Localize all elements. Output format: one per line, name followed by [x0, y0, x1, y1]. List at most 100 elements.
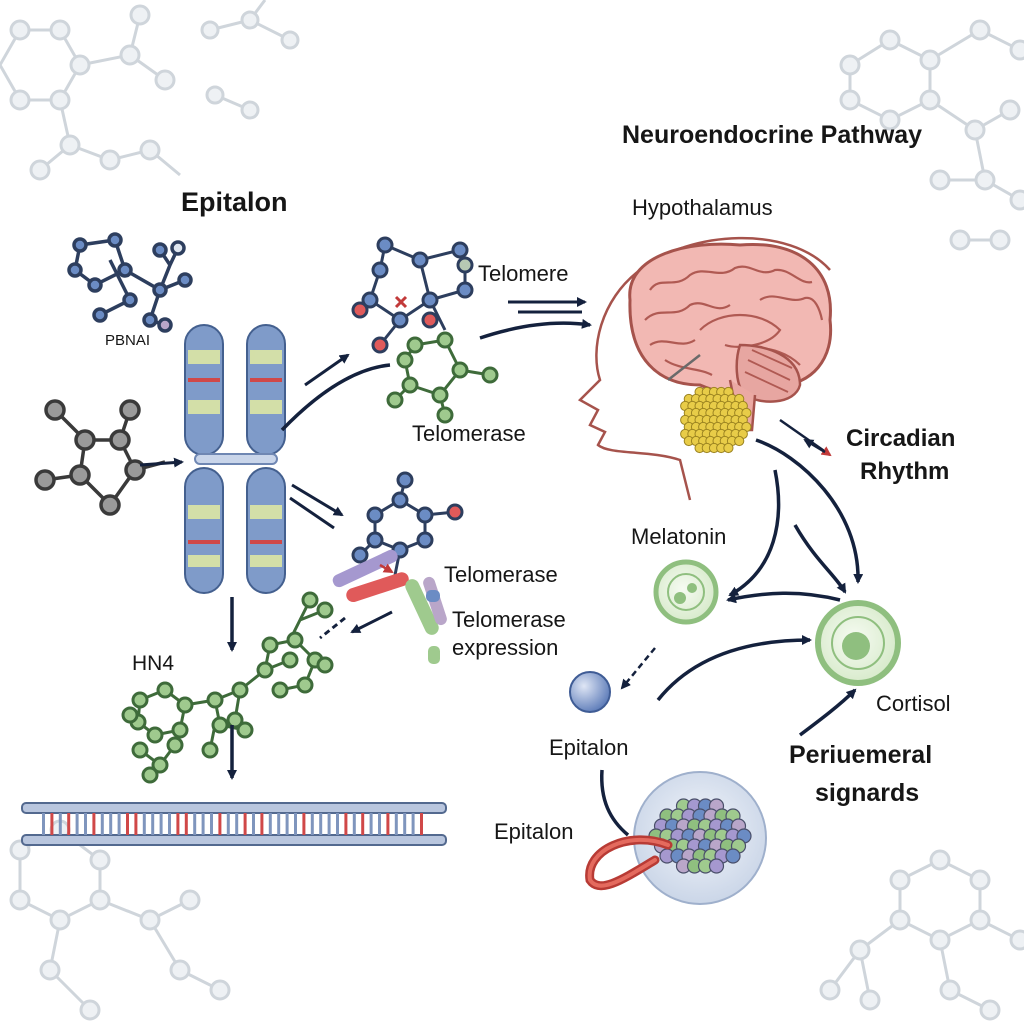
dna-rung	[252, 813, 255, 835]
dna-rung	[369, 813, 373, 835]
dna-rung	[184, 813, 188, 835]
background-molecules-bottom-right	[819, 849, 1024, 1021]
peripheral-signals-label-line2: signards	[815, 779, 920, 807]
cortisol-cell	[815, 600, 901, 686]
dna-rung	[226, 813, 230, 835]
dna-rung	[126, 813, 129, 835]
cortisol-label: Cortisol	[876, 691, 951, 716]
telomere-label: Telomere	[478, 261, 569, 286]
protein-subunit	[708, 858, 725, 874]
pineal-gland	[680, 386, 752, 454]
epitalon-molecule	[67, 232, 193, 333]
dna-rung	[243, 813, 247, 835]
arrow-cortisol-to-melatonin	[726, 591, 841, 604]
background-molecules-bottom-left	[9, 819, 231, 1021]
dna-rung	[75, 813, 79, 835]
chromosome	[184, 324, 286, 594]
dna-rung	[336, 813, 339, 835]
dna-rung	[151, 813, 155, 835]
brain	[628, 242, 833, 432]
background-molecules-top-left	[0, 0, 300, 181]
dna-rung	[50, 813, 54, 835]
dna-rung	[260, 813, 264, 835]
hypothalamus-label: Hypothalamus	[632, 195, 773, 220]
dna-rung	[201, 813, 205, 835]
telomerase-expression-label-line1: Telomerase	[452, 607, 566, 632]
telomerase-label-mid: Telomerase	[444, 562, 558, 587]
gray-molecule	[34, 399, 166, 516]
dna-rung	[218, 813, 222, 835]
dna-rung	[42, 813, 45, 835]
dna-rung	[294, 813, 297, 835]
pineal-granule	[723, 442, 734, 454]
dna-rung	[100, 813, 104, 835]
dna-rung	[92, 813, 96, 835]
dna-rung	[420, 813, 423, 835]
epitalon-label-bottom: Epitalon	[494, 819, 574, 844]
epitalon-title: Epitalon	[181, 187, 288, 217]
arrow-expression-to-hn4	[350, 610, 393, 634]
telomerase-label-top: Telomerase	[412, 421, 526, 446]
dna-rung	[277, 813, 281, 835]
protein-complex	[585, 771, 767, 905]
dna-rung	[109, 813, 113, 835]
arrow-brain-to-melatonin	[728, 469, 781, 597]
protein-subunit	[725, 848, 741, 864]
arrow-small-up	[304, 353, 350, 387]
arrow-telomerase-to-brain	[479, 318, 592, 340]
dna-rung	[84, 813, 87, 835]
dna-rung	[193, 813, 197, 835]
dna-rung	[58, 813, 62, 835]
telomere-molecule	[351, 236, 474, 354]
dna-rung	[327, 813, 331, 835]
arrow-circadian-back	[803, 438, 826, 454]
epitalon-label-right: Epitalon	[549, 735, 629, 760]
circadian-label-line2: Rhythm	[860, 458, 950, 485]
arrow-brain-to-cortisol-2	[793, 524, 847, 594]
dna-rung	[319, 813, 323, 835]
telomerase-expression-label-line2: expression	[452, 635, 559, 660]
hn4-label: HN4	[132, 652, 175, 675]
peripheral-signals-label-line1: Periuemeral	[789, 741, 933, 769]
dna-rung	[378, 813, 381, 835]
dna-rung	[142, 813, 146, 835]
epitalon-sphere	[569, 671, 611, 713]
dna-rung	[159, 813, 163, 835]
dna-rung	[411, 813, 415, 835]
arrow-brain-to-cortisol	[755, 438, 864, 584]
dna-rung	[344, 813, 348, 835]
dna-rung	[176, 813, 180, 835]
dna-rung	[361, 813, 365, 835]
arrow-epitalon-to-cortisol	[656, 635, 812, 702]
melatonin-label: Melatonin	[631, 524, 727, 549]
dna-strand	[21, 802, 447, 846]
dna-rung	[310, 813, 314, 835]
arrow-chromosome-to-telomerase-2	[289, 496, 335, 530]
background-molecules-top-right	[839, 19, 1024, 251]
arrow-molecule-to-chromosome	[139, 457, 184, 468]
arrow-chromosome-to-telomere	[280, 363, 391, 432]
telomerase-complex	[351, 471, 464, 576]
telomerase-protein-rods	[332, 549, 447, 664]
dna-rung	[117, 813, 121, 835]
dna-rung	[210, 813, 213, 835]
dna-rung	[394, 813, 398, 835]
dna-rung	[302, 813, 306, 835]
arrow-expression-to-hn4-dashed	[319, 616, 346, 640]
dna-rung	[386, 813, 390, 835]
dna-rung	[168, 813, 171, 835]
dna-rung	[268, 813, 272, 835]
arrow-chromosome-to-telomerase	[291, 483, 344, 517]
melatonin-cell	[653, 559, 719, 625]
telomerase-molecule-green	[386, 331, 499, 424]
pbnai-label: PBNAI	[105, 332, 151, 349]
arrow-melatonin-to-epitalon	[620, 647, 656, 690]
dna-rung	[285, 813, 289, 835]
dna-rung	[134, 813, 138, 835]
dna-rung	[235, 813, 239, 835]
circadian-label-line1: Circadian	[846, 425, 956, 452]
dna-rung	[67, 813, 71, 835]
neuroendocrine-pathway-title: Neuroendocrine Pathway	[622, 121, 923, 149]
